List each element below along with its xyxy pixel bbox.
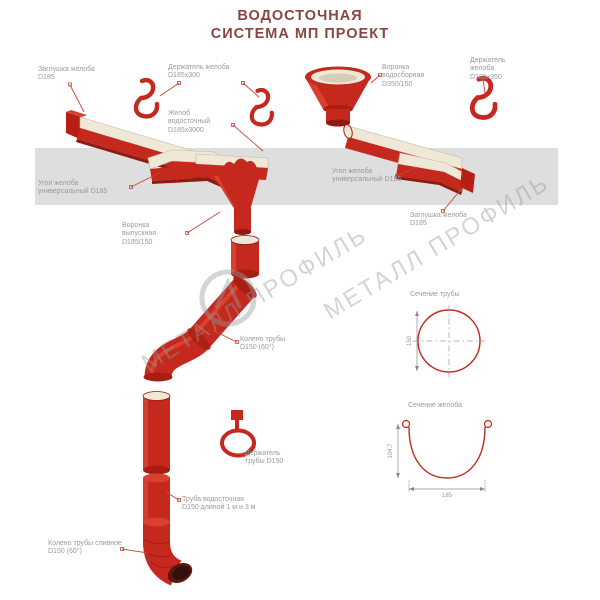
- label-gutter: Желоб водосточный D185х3000: [168, 110, 211, 134]
- label-gutter-corner-right: Угол желоба универсальный D185: [332, 168, 402, 184]
- gutter-width-dimension: 185: [442, 493, 453, 499]
- label-gutter-cross-section: Сечение желоба: [408, 402, 463, 409]
- pipe-holder: [220, 410, 256, 458]
- label-pipe-cross-section: Сечение трубы: [410, 291, 460, 298]
- page-title-line-1: ВОДОСТОЧНАЯ: [237, 8, 363, 24]
- label-outlet-funnel: Воронка выпускная D185/150: [122, 222, 157, 246]
- gutter-cross-section: 104.7 185: [388, 419, 493, 499]
- gutter-hook-left: [136, 80, 157, 116]
- gutter-end-cap-right: [460, 168, 475, 193]
- label-pipe-elbow: Колено трубы D150 (60°): [240, 336, 286, 352]
- label-collector-funnel: Воронка водосборная D350/150: [382, 64, 425, 88]
- gutter-end-cap-left: [66, 110, 87, 140]
- label-pipe-holder: Держатель трубы D150: [245, 450, 284, 466]
- label-downpipe: Труба водосточная D150 длиной 1 м и 3 м: [182, 496, 256, 512]
- label-gutter-corner-left: Угол желоба универсальный D185: [38, 180, 108, 196]
- outlet-elbow: [143, 517, 193, 586]
- pipe-elbow: [143, 276, 257, 382]
- label-gutter-hook-right: Держатель желоба D185х350: [470, 57, 506, 81]
- page-title-line-2: СИСТЕМА МП ПРОЕКТ: [210, 26, 390, 42]
- pipe-lower: [143, 473, 170, 522]
- gutter-hook-middle: [252, 90, 272, 124]
- pipe-upper: [230, 235, 260, 279]
- label-end-cap-right: Заглушка желоба D185: [410, 212, 467, 228]
- collector-funnel: [305, 66, 371, 127]
- outlet-funnel: [194, 153, 269, 235]
- label-outlet-elbow: Колено трубы сливное D150 (60°): [48, 540, 122, 556]
- pipe-diameter-dimension: 150: [407, 335, 413, 346]
- pipe-main: [142, 391, 171, 475]
- gutter-depth-dimension: 104.7: [388, 443, 394, 459]
- label-gutter-hook-left: Держатель желоба D185х300: [168, 64, 230, 80]
- watermark-logo-icon: [199, 269, 257, 327]
- pipe-cross-section: 150: [407, 305, 485, 377]
- label-end-cap-left: Заглушка желоба D185: [38, 66, 95, 82]
- leader-lines: [68, 73, 486, 554]
